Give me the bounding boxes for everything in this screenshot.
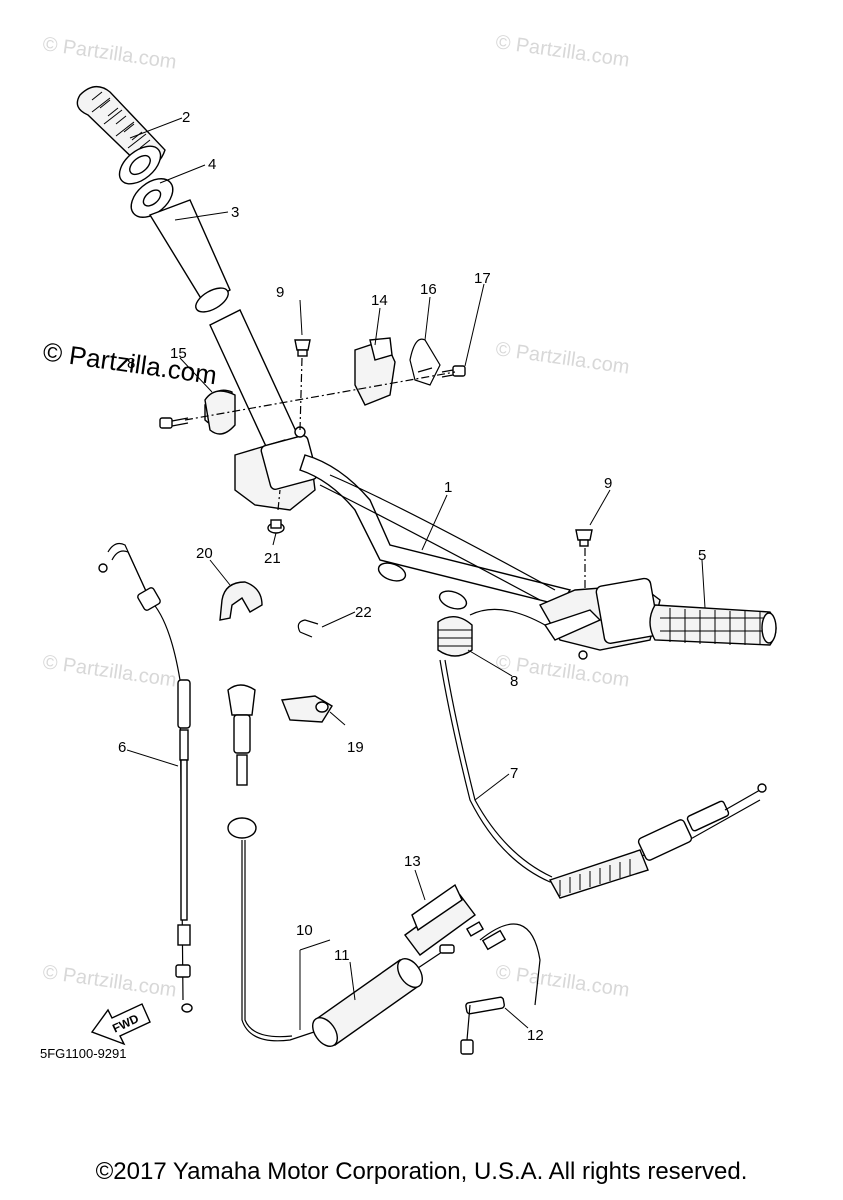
callout-17: 17 <box>474 270 491 287</box>
watermark: © Partzilla.com <box>494 31 631 72</box>
callout-3: 3 <box>231 204 239 221</box>
callout-14: 14 <box>371 292 388 309</box>
callout-4: 4 <box>208 156 216 173</box>
callout-20: 20 <box>196 545 213 562</box>
callout-12: 12 <box>527 1027 544 1044</box>
callout-15: 15 <box>170 345 187 362</box>
callout-13: 13 <box>404 853 421 870</box>
handlebar-part-1 <box>299 454 572 610</box>
bolt-part-9 <box>575 529 593 547</box>
callout-22: 22 <box>355 604 372 621</box>
diagram-code: 5FG1100-9291 <box>40 1046 127 1061</box>
clip-part-22 <box>297 619 319 638</box>
callout-6: 6 <box>118 739 126 756</box>
watermark: © Partzilla.com <box>494 338 631 379</box>
screw-part-18 <box>159 417 189 429</box>
clutch-cable-part-7 <box>439 659 767 899</box>
cable-boot-part-8 <box>437 608 546 657</box>
callout-2: 2 <box>182 109 190 126</box>
bracket-part-13 <box>404 883 485 956</box>
watermark: © Partzilla.com <box>41 33 178 74</box>
copyright-notice: ©2017 Yamaha Motor Corporation, U.S.A. A… <box>95 1158 748 1185</box>
watermark: © Partzilla.com <box>494 961 631 1002</box>
callout-7: 7 <box>510 765 518 782</box>
callout-11: 11 <box>334 947 350 964</box>
watermark: © Partzilla.com <box>41 961 178 1002</box>
clamp-part-15 <box>204 390 236 435</box>
callout-10: 10 <box>296 922 313 939</box>
bolt-part-21 <box>267 519 285 534</box>
cable-part-12 <box>460 923 541 1055</box>
left-grip-part-2 <box>76 86 166 185</box>
plunger-part-11 <box>311 944 455 1048</box>
callout-5: 5 <box>698 547 706 564</box>
callout-8: 8 <box>510 673 518 690</box>
throttle-cable-part-6 <box>98 542 193 1013</box>
callout-9: 9 <box>276 284 284 301</box>
holder-part-14 <box>354 337 396 406</box>
callout-1: 1 <box>444 479 452 496</box>
callout-16: 16 <box>420 281 437 298</box>
clamp-part-20 <box>219 581 263 621</box>
fwd-arrow-icon: FWD <box>90 1003 151 1046</box>
watermark: © Partzilla.com <box>41 651 178 692</box>
grip-washer-part-4 <box>130 178 174 218</box>
choke-cable-part-10 <box>227 684 321 1042</box>
callout-8: 8 <box>127 355 135 372</box>
bolt-part-9 <box>294 339 311 357</box>
throttle-tube-part-3 <box>148 199 231 313</box>
clip-part-16 <box>409 338 441 386</box>
callout-21: 21 <box>264 550 281 567</box>
right-grip-part-5 <box>539 577 777 660</box>
bracket-part-19 <box>281 695 333 723</box>
screw-part-17 <box>441 365 466 378</box>
callout-9: 9 <box>604 475 612 492</box>
callout-19: 19 <box>347 739 364 756</box>
